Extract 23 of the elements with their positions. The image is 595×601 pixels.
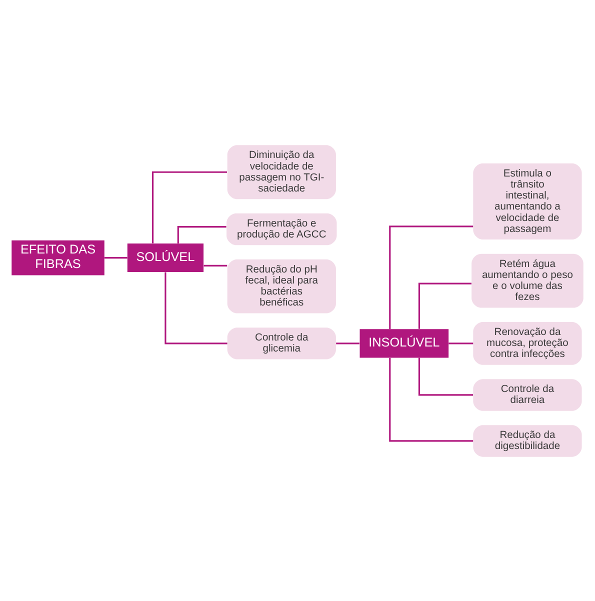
node-box: Retém água aumentando o peso e o volume das fezes (472, 253, 584, 308)
connector (389, 357, 474, 442)
connector (418, 282, 472, 328)
connector (177, 226, 226, 243)
node-box: Controle da diarreia (473, 378, 582, 410)
node-box: Fermentação e produção de AGCC (226, 212, 337, 245)
node-box: Diminuição da velocidade de passagem no TGI-saciedade (227, 144, 336, 199)
connector (448, 342, 474, 344)
node-box: Redução da digestibilidade (473, 424, 582, 456)
connector (336, 342, 360, 344)
node-box: Redução do pH fecal, ideal para bactérias benéficas (227, 258, 336, 313)
connector (389, 225, 474, 329)
connector (164, 272, 228, 344)
node-box: SOLÚVEL (127, 243, 204, 272)
connector (152, 170, 227, 243)
node-box: Renovação da mucosa, proteção contra infecções (473, 322, 582, 364)
node-box: EFEITO DAS FIBRAS (12, 240, 104, 275)
connector (204, 264, 228, 266)
connector (104, 256, 128, 258)
connector (418, 357, 474, 396)
node-box: Estimula o trânsito intestinal, aumentando a velocidade de passagem (473, 162, 582, 240)
node-box: Controle da glicemia (227, 327, 336, 359)
node-box: INSOLÚVEL (360, 328, 449, 358)
